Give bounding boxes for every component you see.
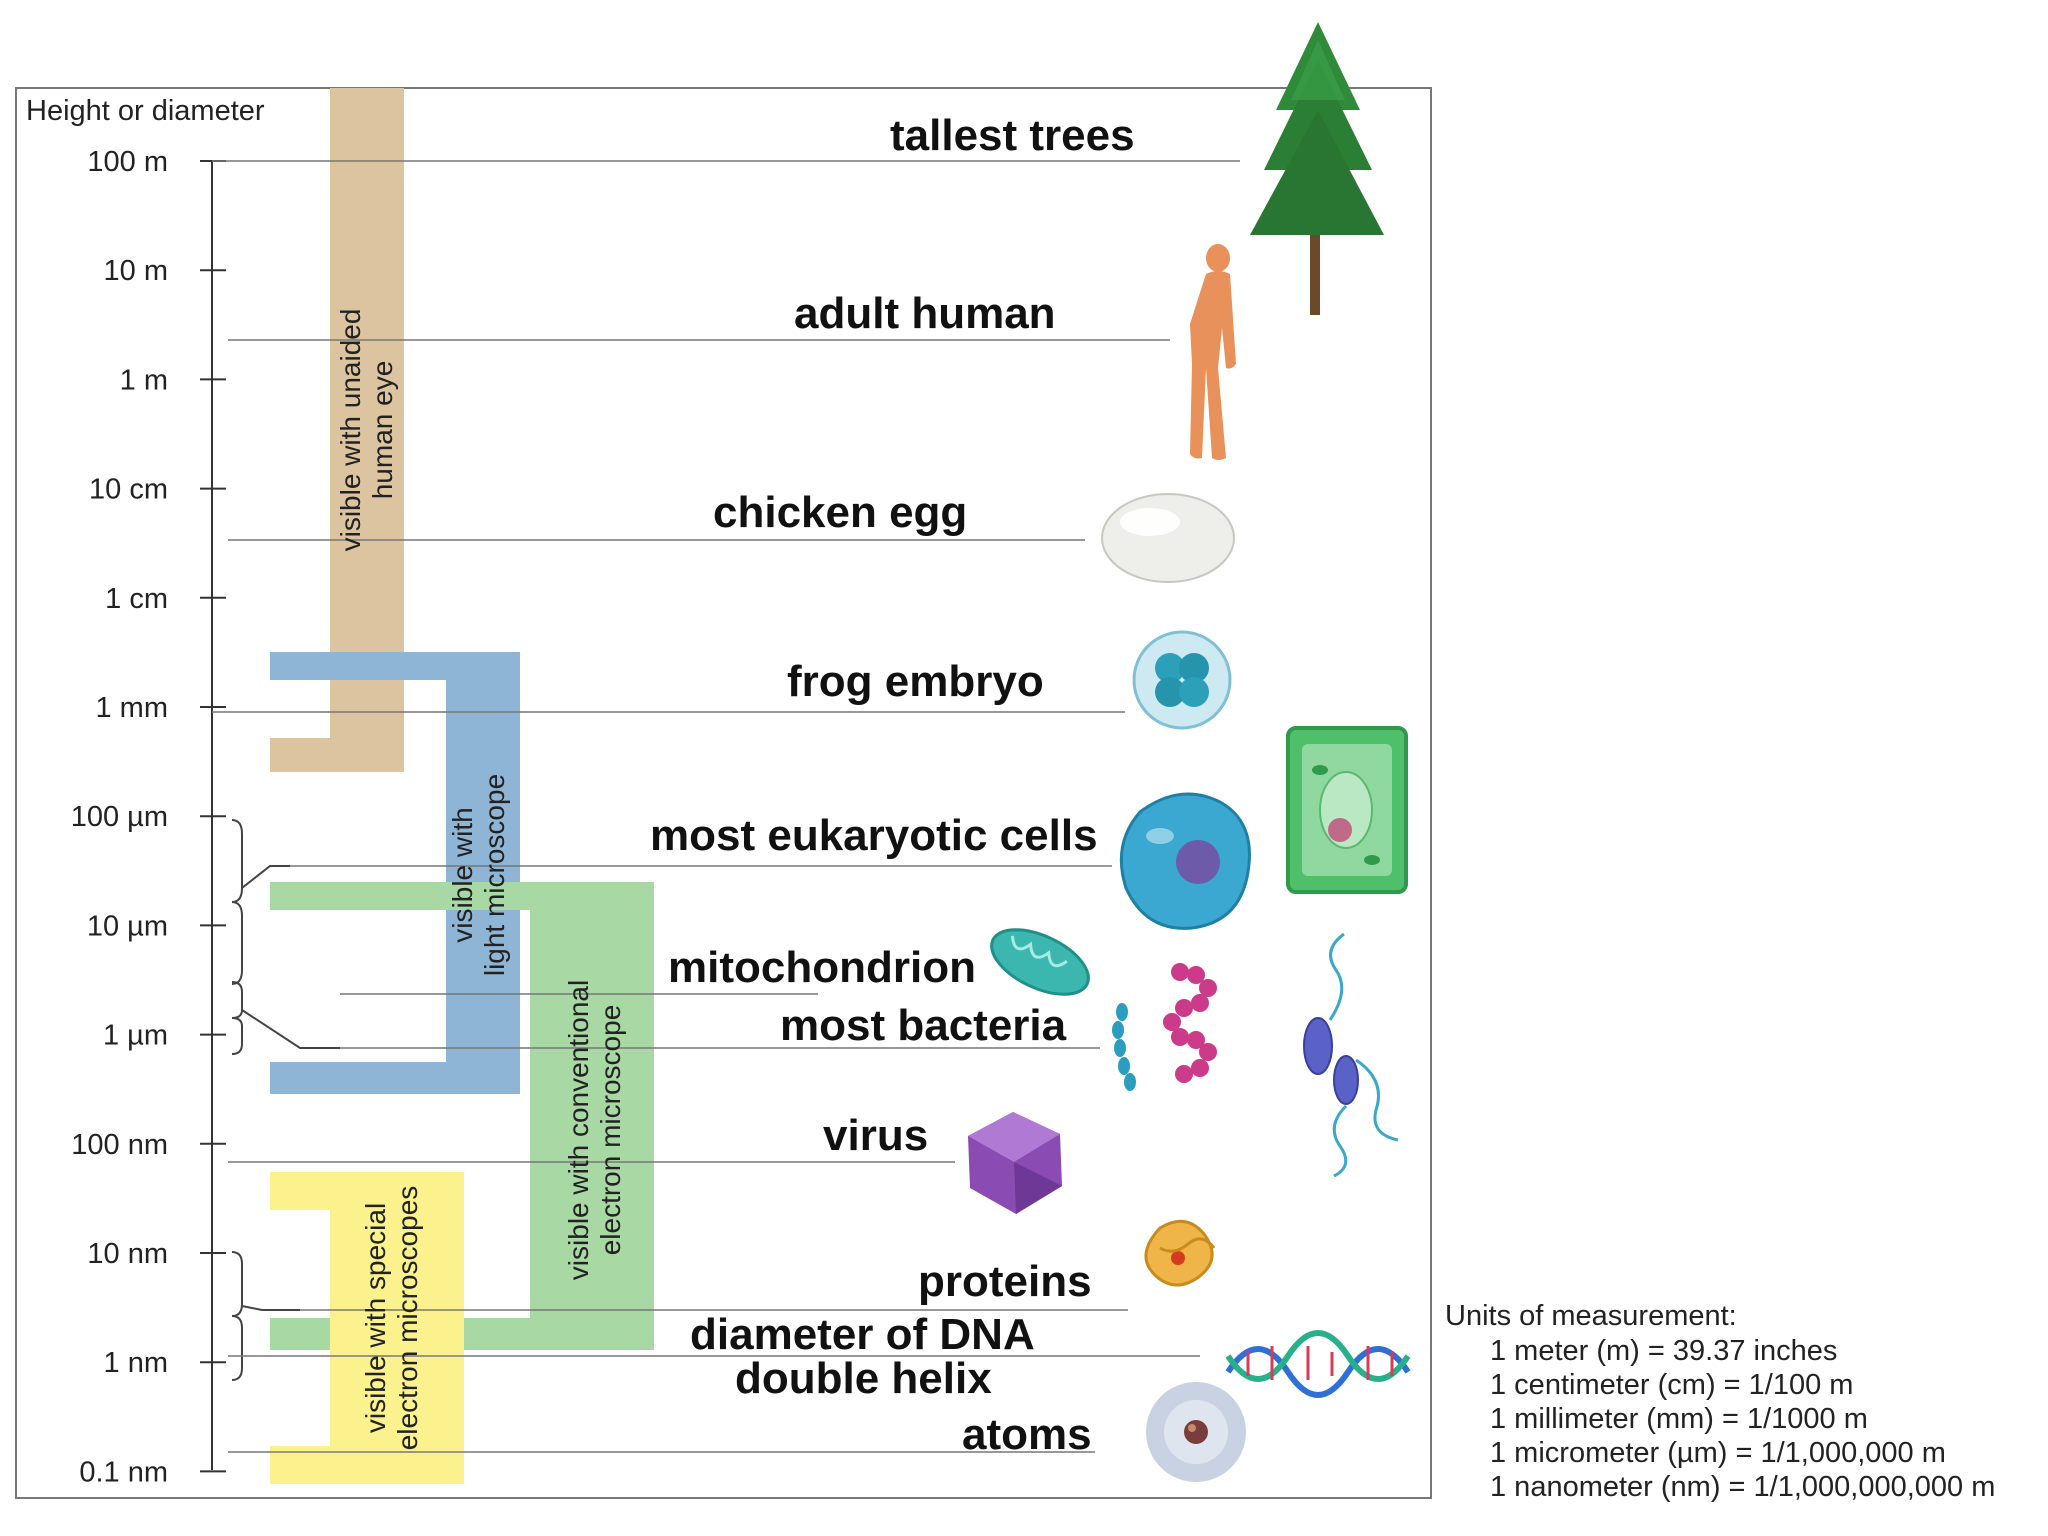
axis-tick-label: 10 µm	[87, 910, 168, 942]
axis-tick-label: 1 cm	[105, 583, 168, 615]
brace-proteins	[231, 1251, 300, 1381]
units-line: 1 centimeter (cm) = 1/100 m	[1490, 1369, 1853, 1401]
label-special-line1: visible with special	[360, 1203, 391, 1433]
label-special-line2: electron microscopes	[392, 1186, 423, 1451]
label-atoms: atoms	[962, 1410, 1092, 1459]
axis-tick-label: 1 m	[120, 364, 168, 396]
label-mitochondrion: mitochondrion	[668, 943, 976, 992]
label-proteins: proteins	[918, 1257, 1092, 1306]
label-light-line2: light microscope	[479, 774, 510, 976]
label-eukaryotic-cells: most eukaryotic cells	[650, 811, 1098, 860]
axis-tick-label: 100 µm	[71, 801, 168, 833]
atom-icon	[1146, 1382, 1246, 1482]
axis-tick-label: 100 nm	[71, 1129, 168, 1161]
axis-tick-label: 10 cm	[89, 474, 168, 506]
label-light-line1: visible with	[447, 807, 478, 942]
egg-icon	[1101, 493, 1235, 583]
tree-icon	[1250, 22, 1384, 315]
animal-cell-icon	[1119, 792, 1251, 930]
range-conventional-shape	[270, 882, 654, 1350]
label-conventional-line2: electron microscope	[595, 1005, 626, 1256]
virus-icon	[968, 1112, 1062, 1214]
label-dna-line1: diameter of DNA	[690, 1310, 1035, 1359]
axis-tick-label: 10 nm	[87, 1238, 168, 1270]
label-chicken-egg: chicken egg	[713, 488, 967, 537]
units-title: Units of measurement:	[1445, 1300, 1737, 1332]
range-special-em	[270, 1172, 464, 1484]
frog-embryo-icon	[1132, 630, 1232, 730]
brace-eukaryotic	[231, 819, 290, 985]
range-eye-shape	[270, 88, 404, 772]
axis-tick-label: 1 mm	[96, 692, 169, 724]
axis-tick-label: 1 µm	[103, 1020, 168, 1052]
dna-icon	[1225, 1330, 1411, 1398]
range-light-microscope	[270, 652, 520, 1094]
bacteria-icon	[1112, 932, 1399, 1178]
mitochondrion-icon	[990, 928, 1090, 996]
brace-bacteria	[231, 981, 340, 1055]
range-unaided-eye	[270, 88, 404, 772]
axis-tick-label: 0.1 nm	[79, 1456, 168, 1488]
label-light-microscope: visible with light microscope	[447, 774, 510, 976]
axis-tick-label: 1 nm	[104, 1347, 168, 1379]
label-dna-line2: double helix	[735, 1354, 992, 1403]
label-adult-human: adult human	[794, 289, 1056, 338]
label-special-em: visible with special electron microscope…	[360, 1186, 423, 1451]
label-eye-line1: visible with unaided	[335, 309, 366, 552]
human-icon	[1190, 244, 1236, 460]
axis-title: Height or diameter	[26, 95, 265, 127]
units-line: 1 micrometer (µm) = 1/1,000,000 m	[1490, 1437, 1946, 1469]
range-special-shape	[270, 1172, 464, 1484]
range-conventional-em	[270, 882, 654, 1350]
plant-cell-icon	[1286, 726, 1408, 894]
range-light-shape	[270, 652, 520, 1094]
axis-tick-label: 100 m	[87, 146, 168, 178]
units-line: 1 nanometer (nm) = 1/1,000,000,000 m	[1490, 1471, 1995, 1503]
label-eye-line2: human eye	[367, 361, 398, 500]
units-line: 1 meter (m) = 39.37 inches	[1490, 1335, 1837, 1367]
label-conventional-em: visible with conventional electron micro…	[563, 980, 626, 1280]
label-virus: virus	[823, 1111, 928, 1160]
axis-tick-label: 10 m	[104, 255, 168, 287]
units-box: Units of measurement: 1 meter (m) = 39.3…	[1445, 1300, 1995, 1503]
diagram-frame	[15, 87, 1432, 1499]
leader-lines	[212, 160, 1240, 1453]
label-frog-embryo: frog embryo	[787, 657, 1044, 706]
axis-ticks: 100 m 10 m 1 m 10 cm 1 cm 1 mm 100 µm 10 µm 1 µm…	[71, 146, 226, 1488]
label-unaided-eye: visible with unaided human eye	[335, 309, 398, 552]
label-most-bacteria: most bacteria	[780, 1001, 1067, 1050]
label-tallest-trees: tallest trees	[890, 111, 1135, 160]
label-conventional-line1: visible with conventional	[563, 980, 594, 1280]
units-line: 1 millimeter (mm) = 1/1000 m	[1490, 1403, 1868, 1435]
protein-icon	[1144, 1219, 1216, 1287]
